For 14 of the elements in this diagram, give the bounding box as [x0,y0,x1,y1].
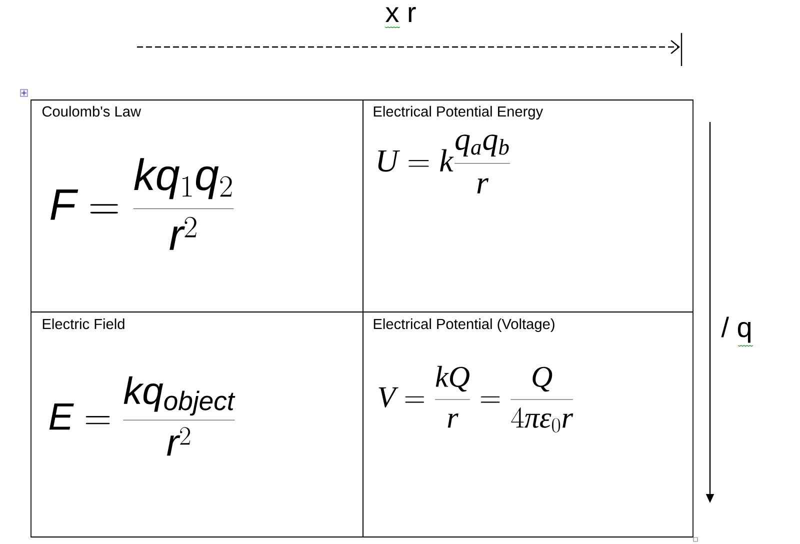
operation-label: / q [721,316,751,343]
formula: $E = \frac{kq_{object}}{r^2}$ [49,376,236,456]
cell-heading: Coulomb's Law [42,106,142,117]
formula: $U = k\frac{q_aq_b}{r}$ [378,134,510,194]
operation-label: x r [386,6,416,22]
cell-heading: Electric Field [42,318,124,330]
table-cell [362,312,694,538]
table-cell [30,312,364,538]
formula: $F = \frac{kq_1q_2}{r^2}$ [50,158,234,250]
cell-heading: Electrical Potential (Voltage) [374,318,554,332]
formula: $V = \frac{kQ}{r} = \frac{Q}{4πε_0r}$ [378,366,574,432]
cell-heading: Electrical Potential Energy [374,106,544,120]
table-cell [30,100,364,312]
table-cell [362,100,694,312]
